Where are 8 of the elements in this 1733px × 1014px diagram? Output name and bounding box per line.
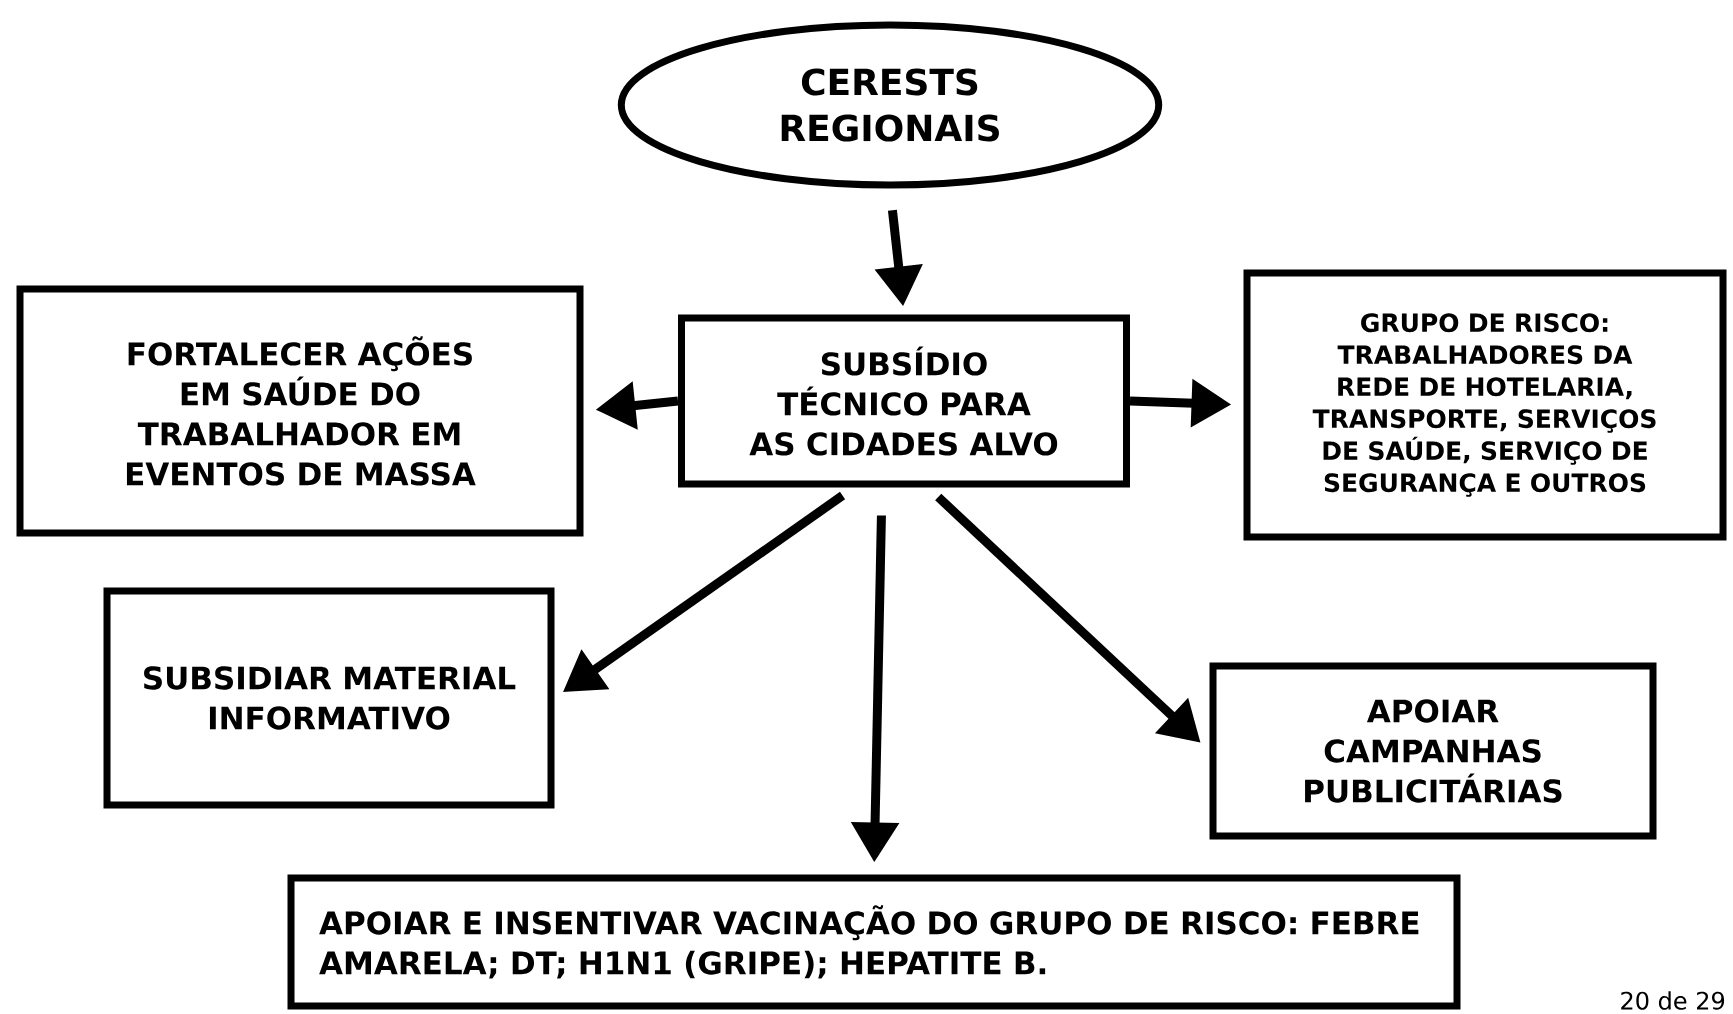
process-box: APOIAR CAMPANHAS PUBLICITÁRIAS [1209, 662, 1657, 840]
process-box: GRUPO DE RISCO: TRABALHADORES DA REDE DE HOTELARIA, TRANSPORTE, SERVIÇOS DE SAÚDE, SERVIÇO DE SEGURANÇA E OUTROS [1243, 269, 1727, 541]
ellipse-node: CERESTS REGIONAIS [617, 21, 1163, 189]
process-box: SUBSÍDIO TÉCNICO PARA AS CIDADES ALVO [678, 314, 1130, 488]
page-number: 20 de 29 [1621, 991, 1725, 1010]
process-box: SUBSIDIAR MATERIAL INFORMATIVO [103, 587, 555, 809]
process-box: APOIAR E INSENTIVAR VACINAÇÃO DO GRUPO DE RISCO: FEBRE AMARELA; DT; H1N1 (GRIPE); HEPATITE B. [287, 874, 1461, 1010]
process-box: FORTALECER AÇÕES EM SAÚDE DO TRABALHADOR EM EVENTOS DE MASSA [16, 285, 584, 537]
